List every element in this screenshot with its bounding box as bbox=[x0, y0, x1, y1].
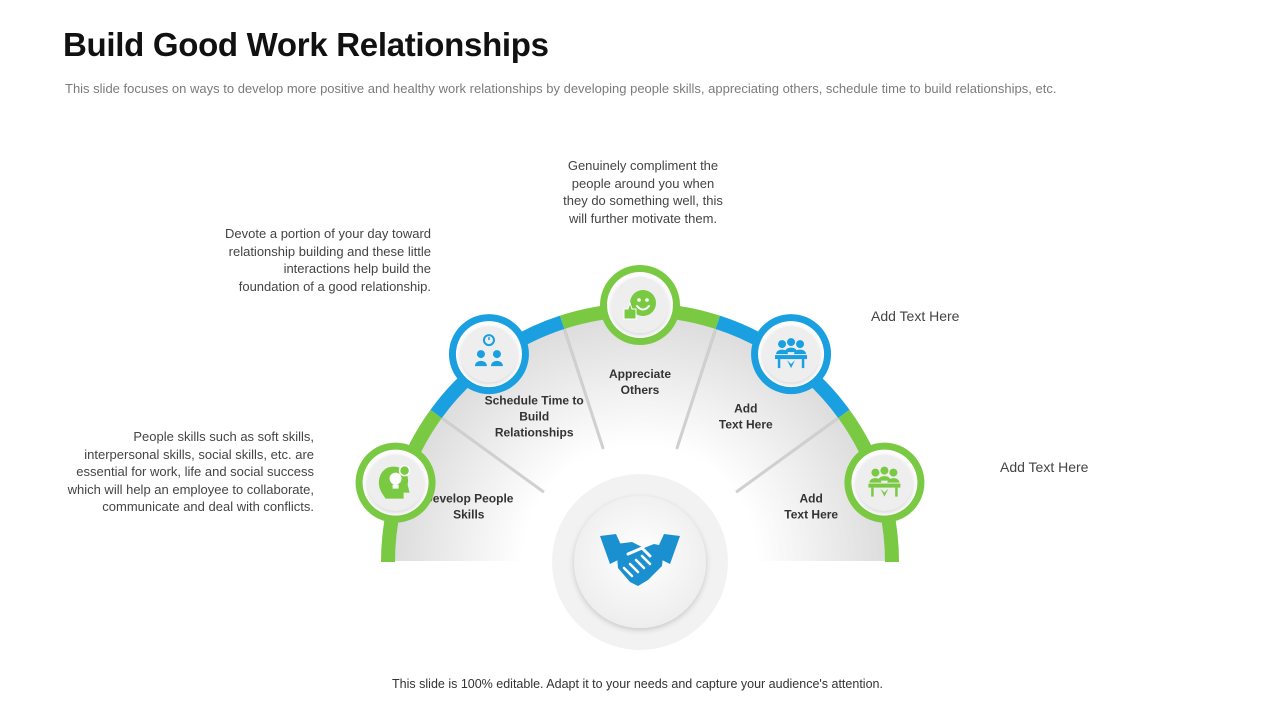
people-meeting-stopwatch-icon bbox=[474, 334, 503, 367]
segment-divider bbox=[436, 413, 545, 493]
badge-disc bbox=[460, 326, 517, 383]
smile-face-thumbs-up-icon bbox=[623, 290, 656, 320]
description-develop-people-skills: People skills such as soft skills,interp… bbox=[67, 429, 314, 514]
page-title: Build Good Work Relationships bbox=[63, 26, 549, 63]
center-hub bbox=[525, 447, 755, 677]
segment-badge bbox=[355, 442, 436, 523]
segment-divider bbox=[735, 413, 844, 493]
segment-badge bbox=[600, 265, 680, 345]
footer-note: This slide is 100% editable. Adapt it to… bbox=[392, 677, 883, 691]
segment-badge bbox=[844, 442, 925, 523]
badge-disc bbox=[763, 326, 820, 383]
page-subtitle: This slide focuses on ways to develop mo… bbox=[65, 81, 1057, 96]
team-table-meeting-icon bbox=[775, 338, 808, 369]
brain-lightbulb-gear-icon bbox=[378, 464, 411, 499]
description-add-text-2: Add Text Here bbox=[1000, 459, 1089, 475]
segment-divider bbox=[675, 322, 719, 450]
segment-divider bbox=[561, 322, 605, 450]
segment-badge bbox=[751, 314, 832, 395]
segment-badge bbox=[448, 314, 529, 395]
badge-disc bbox=[856, 454, 913, 511]
handshake-icon bbox=[600, 534, 680, 586]
description-add-text-1: Add Text Here bbox=[871, 308, 960, 324]
team-table-meeting-icon bbox=[868, 466, 901, 497]
